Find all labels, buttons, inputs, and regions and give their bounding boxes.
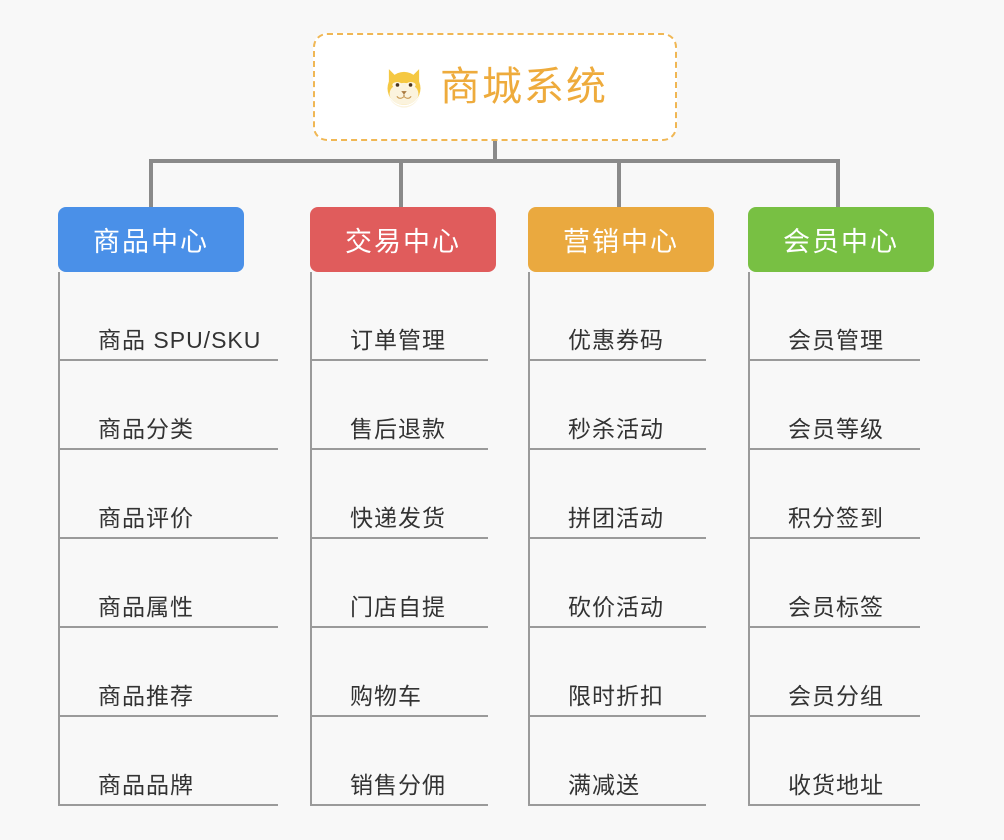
leaf-label: 收货地址: [788, 772, 884, 799]
leaf-item[interactable]: 购物车: [310, 628, 488, 717]
leaf-item[interactable]: 收货地址: [748, 717, 920, 806]
leaf-label: 售后退款: [350, 416, 446, 443]
connector-drop-4: [836, 159, 840, 208]
leaf-item[interactable]: 销售分佣: [310, 717, 488, 806]
category-column-member: 会员中心 会员管理 会员等级 积分签到 会员标签 会员分组 收货地址: [748, 207, 938, 806]
connector-drop-3: [617, 159, 621, 208]
leaf-label: 商品分类: [98, 416, 194, 443]
leaf-label: 门店自提: [350, 594, 446, 621]
category-header-marketing[interactable]: 营销中心: [528, 207, 714, 272]
leaf-label: 快递发货: [350, 505, 446, 532]
leaf-label: 会员标签: [788, 594, 884, 621]
leaf-label: 订单管理: [350, 327, 446, 354]
leaf-list-trade: 订单管理 售后退款 快递发货 门店自提 购物车 销售分佣: [310, 272, 510, 806]
leaf-label: 销售分佣: [350, 772, 446, 799]
leaf-spine: [58, 272, 60, 806]
leaf-item[interactable]: 订单管理: [310, 272, 488, 361]
leaf-item[interactable]: 商品分类: [58, 361, 278, 450]
category-header-label: 营销中心: [563, 227, 679, 257]
connector-horizontal-bus: [149, 159, 840, 163]
leaf-item[interactable]: 积分签到: [748, 450, 920, 539]
leaf-label: 会员分组: [788, 683, 884, 710]
category-header-label: 交易中心: [345, 227, 461, 257]
category-header-product[interactable]: 商品中心: [58, 207, 244, 272]
leaf-item[interactable]: 砍价活动: [528, 539, 706, 628]
leaf-label: 满减送: [568, 772, 640, 799]
leaf-label: 购物车: [350, 683, 422, 710]
leaf-label: 会员管理: [788, 327, 884, 354]
leaf-spine: [310, 272, 312, 806]
leaf-label: 砍价活动: [568, 594, 664, 621]
leaf-item[interactable]: 商品推荐: [58, 628, 278, 717]
leaf-label: 积分签到: [788, 505, 884, 532]
category-header-trade[interactable]: 交易中心: [310, 207, 496, 272]
leaf-list-marketing: 优惠券码 秒杀活动 拼团活动 砍价活动 限时折扣 满减送: [528, 272, 718, 806]
leaf-spine: [748, 272, 750, 806]
root-title: 商城系统: [440, 65, 608, 109]
leaf-item[interactable]: 满减送: [528, 717, 706, 806]
category-column-trade: 交易中心 订单管理 售后退款 快递发货 门店自提 购物车 销售分佣: [310, 207, 510, 806]
leaf-item[interactable]: 会员标签: [748, 539, 920, 628]
leaf-item[interactable]: 秒杀活动: [528, 361, 706, 450]
category-column-marketing: 营销中心 优惠券码 秒杀活动 拼团活动 砍价活动 限时折扣 满减送: [528, 207, 718, 806]
category-header-member[interactable]: 会员中心: [748, 207, 934, 272]
connector-drop-1: [149, 159, 153, 208]
leaf-label: 商品 SPU/SKU: [98, 327, 262, 354]
leaf-item[interactable]: 门店自提: [310, 539, 488, 628]
leaf-item[interactable]: 限时折扣: [528, 628, 706, 717]
leaf-item[interactable]: 拼团活动: [528, 450, 706, 539]
connector-drop-2: [399, 159, 403, 208]
leaf-spine: [528, 272, 530, 806]
leaf-label: 商品推荐: [98, 683, 194, 710]
leaf-label: 商品属性: [98, 594, 194, 621]
leaf-list-product: 商品 SPU/SKU 商品分类 商品评价 商品属性 商品推荐 商品品牌: [58, 272, 278, 806]
leaf-item[interactable]: 会员等级: [748, 361, 920, 450]
leaf-item[interactable]: 售后退款: [310, 361, 488, 450]
leaf-label: 拼团活动: [568, 505, 664, 532]
leaf-item[interactable]: 商品 SPU/SKU: [58, 272, 278, 361]
shiba-dog-face-icon: [387, 69, 421, 108]
leaf-item[interactable]: 商品评价: [58, 450, 278, 539]
category-header-label: 会员中心: [783, 227, 899, 257]
leaf-item[interactable]: 快递发货: [310, 450, 488, 539]
category-header-label: 商品中心: [93, 227, 209, 257]
connector-root-stem: [493, 141, 497, 163]
leaf-label: 会员等级: [788, 416, 884, 443]
leaf-label: 商品品牌: [98, 772, 194, 799]
leaf-item[interactable]: 商品属性: [58, 539, 278, 628]
leaf-label: 限时折扣: [568, 683, 664, 710]
leaf-label: 秒杀活动: [568, 416, 664, 443]
leaf-label: 商品评价: [98, 505, 194, 532]
leaf-item[interactable]: 优惠券码: [528, 272, 706, 361]
leaf-label: 优惠券码: [568, 327, 664, 354]
root-node[interactable]: 商城系统: [313, 33, 677, 141]
leaf-list-member: 会员管理 会员等级 积分签到 会员标签 会员分组 收货地址: [748, 272, 938, 806]
leaf-item[interactable]: 商品品牌: [58, 717, 278, 806]
leaf-item[interactable]: 会员管理: [748, 272, 920, 361]
leaf-item[interactable]: 会员分组: [748, 628, 920, 717]
category-column-product: 商品中心 商品 SPU/SKU 商品分类 商品评价 商品属性 商品推荐 商品品牌: [58, 207, 278, 806]
